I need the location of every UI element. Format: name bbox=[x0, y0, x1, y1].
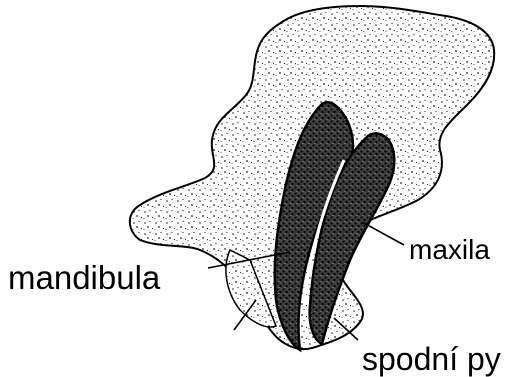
spodni-label: spodní py bbox=[362, 343, 501, 375]
maxila-label: maxila bbox=[409, 236, 490, 264]
maxila-pointer bbox=[362, 222, 404, 245]
mandibula-label: mandibula bbox=[8, 261, 160, 294]
